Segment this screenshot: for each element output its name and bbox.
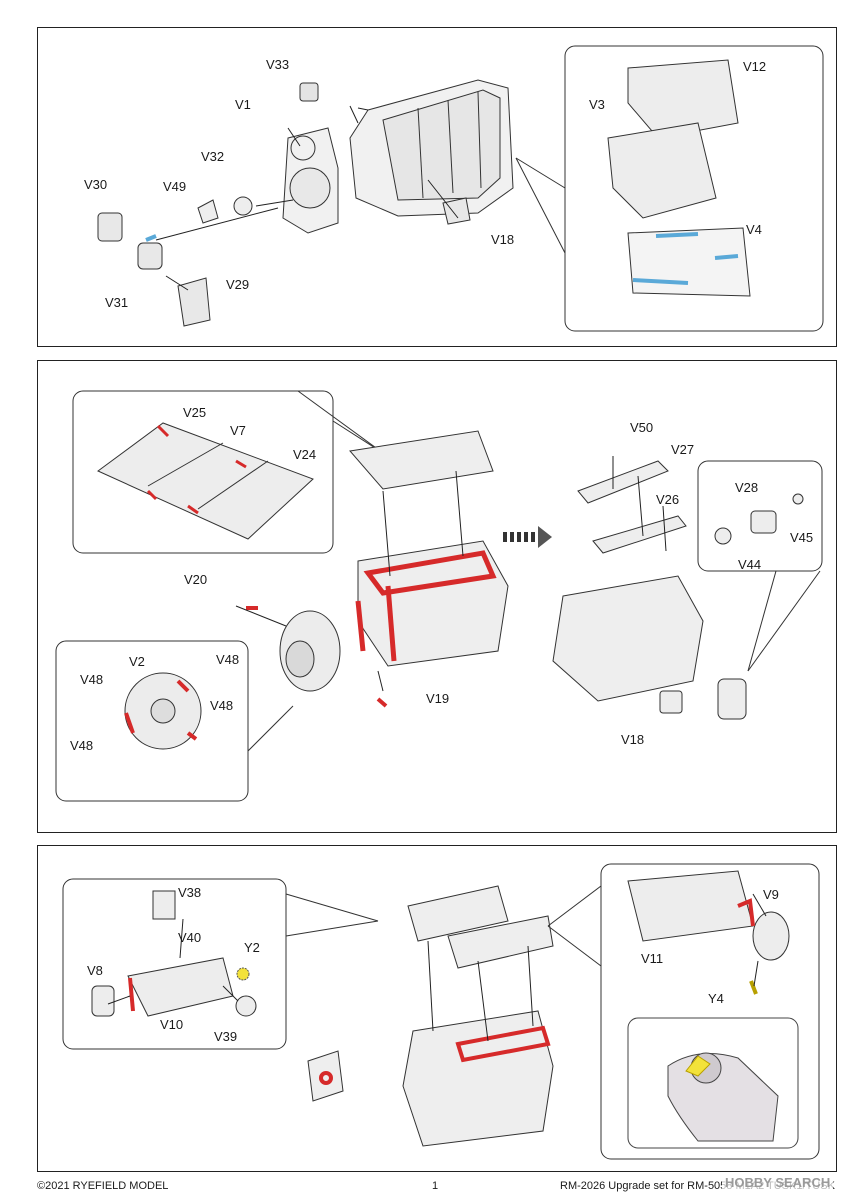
red-etch-v10 — [128, 977, 135, 1012]
label-v45: V45 — [790, 530, 814, 545]
v11-v9-parts — [627, 870, 790, 995]
arrow-dashes — [503, 526, 552, 548]
v28-v44-v45-parts — [714, 493, 804, 545]
v12-v3-v4-parts — [607, 59, 751, 297]
label-v48-top: V48 — [216, 652, 240, 667]
assembly-arrows — [155, 105, 459, 291]
engine-block-drawing — [349, 430, 509, 667]
label-v9: V9 — [763, 887, 779, 902]
label-v48-bottom: V48 — [70, 738, 94, 753]
detail-inset-photo — [627, 1017, 799, 1149]
label-v31: V31 — [105, 295, 129, 310]
v2-part — [124, 672, 202, 750]
step-panel-1: V33 V1 V32 V30 V49 V31 V29 V18 V12 V3 V4 — [37, 27, 837, 347]
right-engine-drawing — [552, 460, 704, 702]
red-etch-v11 — [737, 898, 755, 927]
label-y2: Y2 — [244, 940, 260, 955]
step-panel-2: V25 V7 V24 V50 V27 V26 V28 V45 V44 V20 V… — [37, 360, 837, 833]
red-etch-engine-3 — [319, 1025, 551, 1085]
label-y4: Y4 — [708, 991, 724, 1006]
label-v48-right: V48 — [210, 698, 234, 713]
label-v50: V50 — [630, 420, 654, 435]
label-v40: V40 — [178, 930, 202, 945]
label-v20: V20 — [184, 572, 208, 587]
label-v49: V49 — [163, 179, 187, 194]
v18-starter-parts — [659, 678, 747, 720]
label-v32: V32 — [201, 149, 225, 164]
label-v8: V8 — [87, 963, 103, 978]
footer-copyright: ©2021 RYEFIELD MODEL — [37, 1180, 169, 1192]
label-v7: V7 — [230, 423, 246, 438]
label-v1: V1 — [235, 97, 251, 112]
label-v18-p2: V18 — [621, 732, 645, 747]
v33-part — [299, 82, 319, 102]
label-v27: V27 — [671, 442, 695, 457]
footer-page-number: 1 — [432, 1180, 439, 1192]
label-v19: V19 — [426, 691, 450, 706]
label-v29: V29 — [226, 277, 250, 292]
v32-v49-parts — [197, 196, 253, 224]
red-etch-top — [146, 424, 247, 515]
panel-2-illustration — [55, 390, 823, 802]
arrows-panel-2 — [235, 456, 667, 692]
v25-v7-v24-parts — [97, 422, 314, 540]
red-etch-engine — [355, 550, 497, 662]
fan-drum-drawing — [279, 610, 341, 692]
label-v33: V33 — [266, 57, 290, 72]
label-v3: V3 — [589, 97, 605, 112]
label-v48-left: V48 — [80, 672, 104, 687]
label-v39: V39 — [214, 1029, 238, 1044]
label-v10: V10 — [160, 1017, 184, 1032]
label-v26: V26 — [656, 492, 680, 507]
label-v44: V44 — [738, 557, 762, 572]
label-v12: V12 — [743, 59, 767, 74]
central-engine-drawing — [307, 885, 554, 1147]
label-v30: V30 — [84, 177, 108, 192]
step-panel-3: V38 V40 Y2 V8 V10 V39 V9 V11 Y4 — [37, 845, 837, 1172]
panel-1-illustration — [97, 45, 824, 332]
label-v28: V28 — [735, 480, 759, 495]
v30-v31-v29-parts — [97, 212, 211, 327]
v4-blue-etch — [145, 232, 739, 285]
label-v38: V38 — [178, 885, 202, 900]
label-v2: V2 — [129, 654, 145, 669]
left-callout-3 — [62, 878, 379, 1050]
label-v25: V25 — [183, 405, 207, 420]
label-v18: V18 — [491, 232, 515, 247]
v8-v10-v38-v40-v39-parts — [91, 890, 257, 1017]
panel-3-illustration — [62, 863, 820, 1160]
watermark: HOBBY SEARCH — [722, 1175, 834, 1190]
label-v4: V4 — [746, 222, 762, 237]
v18-part — [442, 197, 471, 225]
label-v24: V24 — [293, 447, 317, 462]
label-v11: V11 — [641, 951, 664, 966]
arrows-panel-3 — [107, 893, 767, 1042]
transmission-housing-drawing — [282, 79, 514, 234]
